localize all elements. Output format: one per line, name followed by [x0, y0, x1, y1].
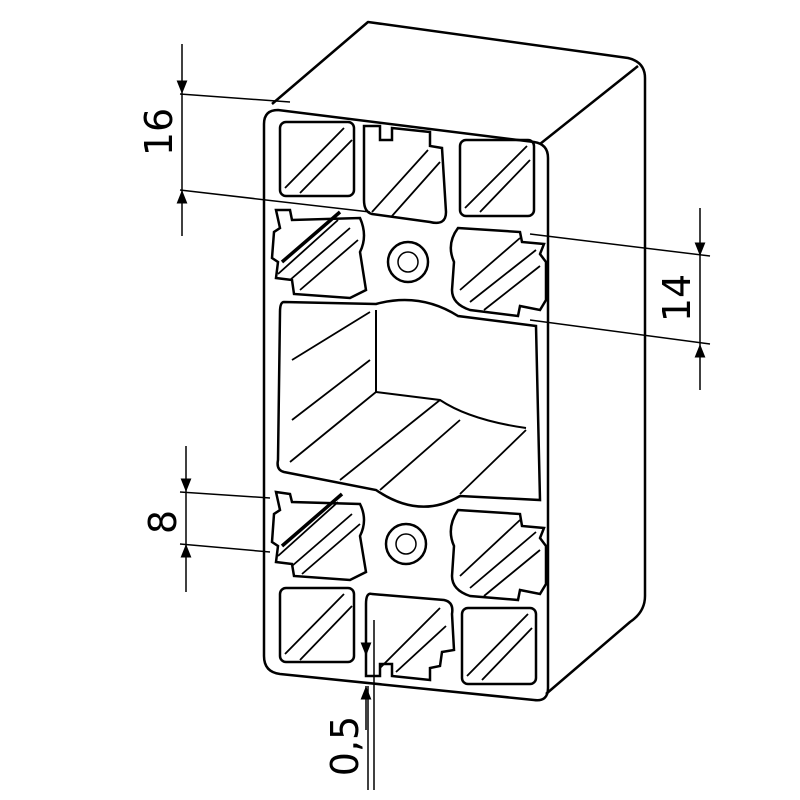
- lower-center-bore: [384, 522, 428, 566]
- top-cavities: [278, 120, 536, 225]
- dimension-0-5-label: 0,5: [323, 716, 367, 776]
- dimension-8-label: 8: [141, 510, 185, 534]
- central-cavity: [276, 298, 542, 508]
- lower-slot-row: [270, 490, 548, 602]
- dimension-16: [176, 44, 371, 236]
- bottom-cavities: [278, 586, 538, 686]
- extrusion-body: [271, 20, 647, 695]
- profile-outline: [262, 108, 550, 702]
- dimension-14: [529, 208, 711, 390]
- dimension-16-label: 16: [137, 108, 181, 156]
- dimension-0-5: [360, 620, 375, 790]
- dimension-14-label: 14: [655, 274, 699, 322]
- dimension-8: [179, 446, 271, 592]
- upper-slot-row: [270, 208, 548, 318]
- upper-center-bore: [386, 240, 430, 284]
